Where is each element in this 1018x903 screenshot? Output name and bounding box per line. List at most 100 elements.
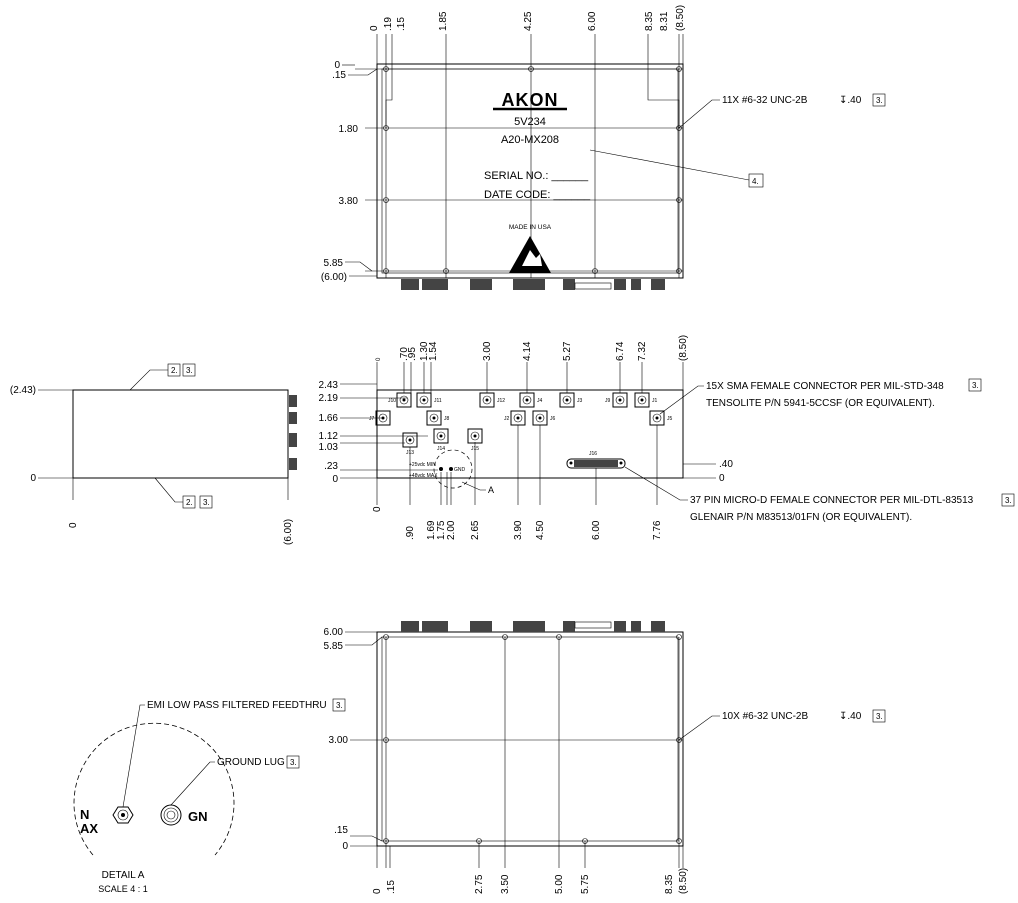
j3-label: J3 bbox=[577, 398, 583, 404]
bottom-view-inner-outline bbox=[381, 636, 679, 842]
top-dim-y-180: 1.80 bbox=[339, 124, 359, 135]
front-dim-bottom-265: 2.65 bbox=[470, 520, 481, 540]
bottom-dim-x-575: 5.75 bbox=[580, 874, 591, 894]
bottom-dim-x-275: 2.75 bbox=[474, 874, 485, 894]
top-dim-x-185: 1.85 bbox=[438, 11, 449, 31]
ground-lug-icon bbox=[160, 804, 182, 826]
detail-a-view: N AX GN EMI LOW PASS FILTERED FEEDTHRU 3… bbox=[73, 698, 346, 894]
bottom-note-3-flag: 3. bbox=[876, 712, 883, 721]
top-dim-x-831: 8.31 bbox=[659, 11, 670, 31]
front-dim-y-0: 0 bbox=[332, 474, 338, 485]
emi-feedthru-icon bbox=[112, 806, 134, 824]
j16-label: J16 bbox=[589, 451, 597, 457]
front-dim-top-300: 3.00 bbox=[482, 341, 493, 361]
j1-label: J1 bbox=[652, 398, 658, 404]
front-dim-y-103: 1.03 bbox=[319, 442, 339, 453]
front-dim-top-0: 0 bbox=[376, 357, 382, 361]
side-bottom-note-3: 3. bbox=[203, 498, 210, 507]
bottom-dim-x-350: 3.50 bbox=[500, 874, 511, 894]
side-view-outline bbox=[72, 389, 289, 479]
side-bottom-note-2: 2. bbox=[186, 498, 193, 507]
front-dim-right-0: 0 bbox=[719, 473, 725, 484]
emi-feedthru-label: EMI LOW PASS FILTERED FEEDTHRU bbox=[147, 700, 327, 711]
top-view-connectors bbox=[401, 279, 665, 290]
front-dim-bottom-0: 0 bbox=[372, 506, 383, 512]
front-view: J10 J11 J12 J4 J3 J9 J1 J7 J8 J2 J6 J5 J… bbox=[319, 335, 1015, 540]
front-dim-bottom-175: 1.75 bbox=[436, 520, 447, 540]
j10-label: J10 bbox=[388, 398, 396, 404]
top-dim-y-585: 5.85 bbox=[324, 258, 344, 269]
bottom-mounting-holes bbox=[383, 634, 682, 844]
front-dim-top-527: 5.27 bbox=[562, 341, 573, 361]
front-dim-right-040: .40 bbox=[719, 459, 733, 470]
bottom-dim-x-850: (8.50) bbox=[678, 868, 689, 894]
ground-note-3-flag: 3. bbox=[290, 758, 297, 767]
j4-label: J4 bbox=[537, 398, 543, 404]
side-dim-x-0: 0 bbox=[68, 522, 79, 528]
front-dim-bottom-390: 3.90 bbox=[513, 520, 524, 540]
j14-label: J14 bbox=[437, 446, 445, 452]
ground-lug-label: GROUND LUG bbox=[217, 757, 285, 768]
top-dim-x-425: 4.25 bbox=[523, 11, 534, 31]
top-view: AKON 5V234 A20-MX208 SERIAL NO.: ______ … bbox=[321, 5, 886, 290]
j5-label: J5 bbox=[667, 416, 673, 422]
sma-callout-line-2: TENSOLITE P/N 5941-5CCSF (OR EQUIVALENT)… bbox=[706, 398, 935, 409]
top-holes-callout: 11X #6-32 UNC-2B bbox=[722, 95, 808, 106]
detail-a-title: DETAIL A bbox=[102, 870, 145, 881]
note-4-text: 4. bbox=[752, 177, 759, 186]
top-dim-y-380: 3.80 bbox=[339, 196, 359, 207]
detail-a-scale: SCALE 4 : 1 bbox=[98, 884, 148, 894]
bottom-holes-callout: 10X #6-32 UNC-2B bbox=[722, 711, 808, 722]
bottom-dim-y-0: 0 bbox=[342, 841, 348, 852]
bottom-dim-y-300: 3.00 bbox=[329, 735, 349, 746]
j7-label: J7 bbox=[369, 416, 375, 422]
front-dim-top-850: (8.50) bbox=[678, 335, 689, 361]
top-dim-y-0: 0 bbox=[334, 60, 340, 71]
front-dim-top-130: 1.30 bbox=[419, 341, 430, 361]
detail-a-reference: A bbox=[488, 485, 494, 495]
top-dim-x-850: (8.50) bbox=[675, 5, 686, 31]
detail-ax-text: AX bbox=[80, 821, 98, 836]
top-dim-x-015: .15 bbox=[396, 17, 407, 31]
microd-callout-line-1: 37 PIN MICRO-D FEMALE CONNECTOR PER MIL-… bbox=[690, 495, 974, 506]
front-dim-top-154: 1.54 bbox=[428, 341, 439, 361]
front-dim-top-095: .95 bbox=[407, 347, 418, 361]
mounting-holes bbox=[383, 66, 682, 274]
j8-label: J8 bbox=[444, 416, 450, 422]
front-dim-top-070: .70 bbox=[399, 347, 410, 361]
side-dim-x-600: (6.00) bbox=[283, 519, 294, 545]
front-dim-y-112: 1.12 bbox=[319, 431, 339, 442]
top-view-outline bbox=[376, 63, 684, 279]
bottom-dim-y-585: 5.85 bbox=[324, 641, 344, 652]
detail-a-circle bbox=[433, 449, 473, 489]
j2-label: J2 bbox=[504, 416, 510, 422]
bottom-dim-x-015: .15 bbox=[386, 880, 397, 894]
bottom-dim-x-500: 5.00 bbox=[554, 874, 565, 894]
bottom-dim-y-600: 6.00 bbox=[324, 627, 344, 638]
top-dim-x-019: .19 bbox=[383, 17, 394, 31]
side-connectors bbox=[289, 395, 297, 470]
sma-callout-line-1: 15X SMA FEMALE CONNECTOR PER MIL-STD-348 bbox=[706, 381, 944, 392]
model-number: A20-MX208 bbox=[501, 134, 559, 146]
bottom-dim-y-015: .15 bbox=[334, 825, 348, 836]
front-dim-y-243: 2.43 bbox=[319, 380, 339, 391]
j9-label: J9 bbox=[605, 398, 611, 404]
power-min-label: +25vdc MIN bbox=[409, 462, 436, 468]
bottom-holes-depth: ↧.40 bbox=[839, 711, 862, 722]
detail-n-text: N bbox=[80, 807, 89, 822]
front-view-outline bbox=[376, 389, 684, 479]
top-dim-x-0: 0 bbox=[369, 25, 380, 31]
note-4-flag bbox=[748, 173, 764, 188]
top-dim-y-015: .15 bbox=[332, 70, 346, 81]
front-dim-y-166: 1.66 bbox=[319, 413, 339, 424]
serial-number-label: SERIAL NO.: ______ bbox=[484, 170, 589, 182]
detail-gn-text: GN bbox=[188, 809, 208, 824]
emi-note-3-flag: 3. bbox=[336, 701, 343, 710]
j11-label: J11 bbox=[434, 398, 442, 404]
part-number: 5V234 bbox=[514, 116, 546, 128]
microd-note-3-flag: 3. bbox=[1005, 496, 1012, 505]
bottom-dim-x-0: 0 bbox=[372, 888, 383, 894]
j12-label: J12 bbox=[497, 398, 505, 404]
front-dim-top-674: 6.74 bbox=[615, 341, 626, 361]
